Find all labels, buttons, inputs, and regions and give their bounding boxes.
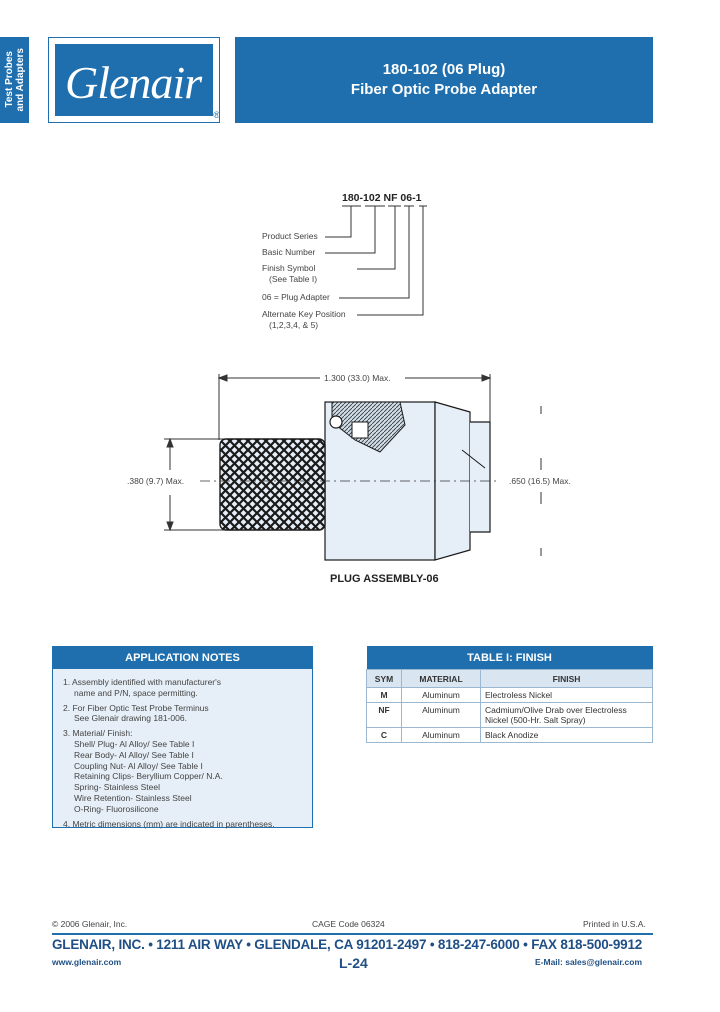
- table-row: C Aluminum Black Anodize: [366, 727, 653, 743]
- table-row: M Aluminum Electroless Nickel: [366, 687, 653, 703]
- pn-finish: NF: [383, 192, 398, 204]
- page-number: L-24: [339, 955, 368, 971]
- email-link[interactable]: E-Mail: sales@glenair.com: [535, 957, 643, 967]
- dimension-right-diameter: .650 (16.5) Max.: [509, 476, 571, 486]
- callout-key-position: Alternate Key Position: [262, 309, 346, 319]
- glenair-logo: Glenair ®: [48, 37, 220, 123]
- application-notes: APPLICATION NOTES 1. Assembly identified…: [52, 646, 313, 829]
- pn-series: 180: [342, 192, 360, 204]
- table-row: NF Aluminum Cadmium/Olive Drab over Elec…: [366, 702, 653, 728]
- page-title: 180-102 (06 Plug) Fiber Optic Probe Adap…: [235, 37, 653, 123]
- header-sym: SYM: [366, 669, 402, 688]
- pn-type: 06: [400, 192, 413, 204]
- cage-code: CAGE Code 06324: [312, 919, 385, 929]
- note-1: 1. Assembly identified with manufacturer…: [63, 677, 222, 698]
- section-tab-label: Test Probes and Adapters: [3, 48, 26, 112]
- callout-key-position-note: (1,2,3,4, & 5): [269, 320, 319, 330]
- callout-product-series: Product Series: [262, 231, 318, 241]
- finish-table-title: TABLE I: FINISH: [366, 646, 653, 670]
- drawing-caption: PLUG ASSEMBLY-06: [330, 573, 439, 585]
- plug-assembly-drawing: [164, 374, 542, 561]
- dimension-overall-length: 1.300 (33.0) Max.: [324, 373, 391, 383]
- pn-basic-number: 102: [363, 192, 381, 204]
- header-finish: FINISH: [480, 669, 653, 688]
- callout-finish-symbol: Finish Symbol: [262, 263, 316, 273]
- callout-basic-number: Basic Number: [262, 247, 316, 257]
- note-2: 2. For Fiber Optic Test Probe Terminus S…: [63, 702, 209, 724]
- title-part-number: 180-102 (06 Plug): [382, 61, 506, 78]
- note-3: 3. Material/ Finish: Shell/ Plug- Al All…: [63, 728, 223, 814]
- logo-text: Glenair: [65, 57, 202, 108]
- registered-mark: ®: [213, 110, 220, 120]
- printed-in: Printed in U.S.A.: [583, 919, 646, 929]
- company-address: GLENAIR, INC. • 1211 AIR WAY • GLENDALE,…: [52, 937, 643, 952]
- footer-divider: [52, 933, 653, 935]
- note-4: 4. Metric dimensions (mm) are indicated …: [63, 818, 275, 829]
- pn-key: 1: [415, 192, 422, 204]
- dimension-left-diameter: .380 (9.7) Max.: [127, 476, 185, 486]
- title-description: Fiber Optic Probe Adapter: [350, 81, 538, 98]
- callout-leaders: [325, 205, 427, 316]
- copyright: © 2006 Glenair, Inc.: [52, 919, 128, 929]
- finish-table: TABLE I: FINISH SYM MATERIAL FINISH M Al…: [366, 646, 653, 743]
- callout-finish-symbol-note: (See Table I): [269, 274, 318, 284]
- application-notes-title: APPLICATION NOTES: [53, 647, 312, 669]
- callout-plug-adapter: 06 = Plug Adapter: [262, 292, 330, 302]
- part-number-example: 180-102 NF 06-1: [342, 192, 422, 204]
- part-number-breakdown: 180-102 NF 06-1 Product Series Basic Num…: [255, 190, 455, 340]
- header-material: MATERIAL: [401, 669, 481, 688]
- section-tab: Test Probes and Adapters: [0, 37, 29, 123]
- website-link[interactable]: www.glenair.com: [52, 957, 122, 967]
